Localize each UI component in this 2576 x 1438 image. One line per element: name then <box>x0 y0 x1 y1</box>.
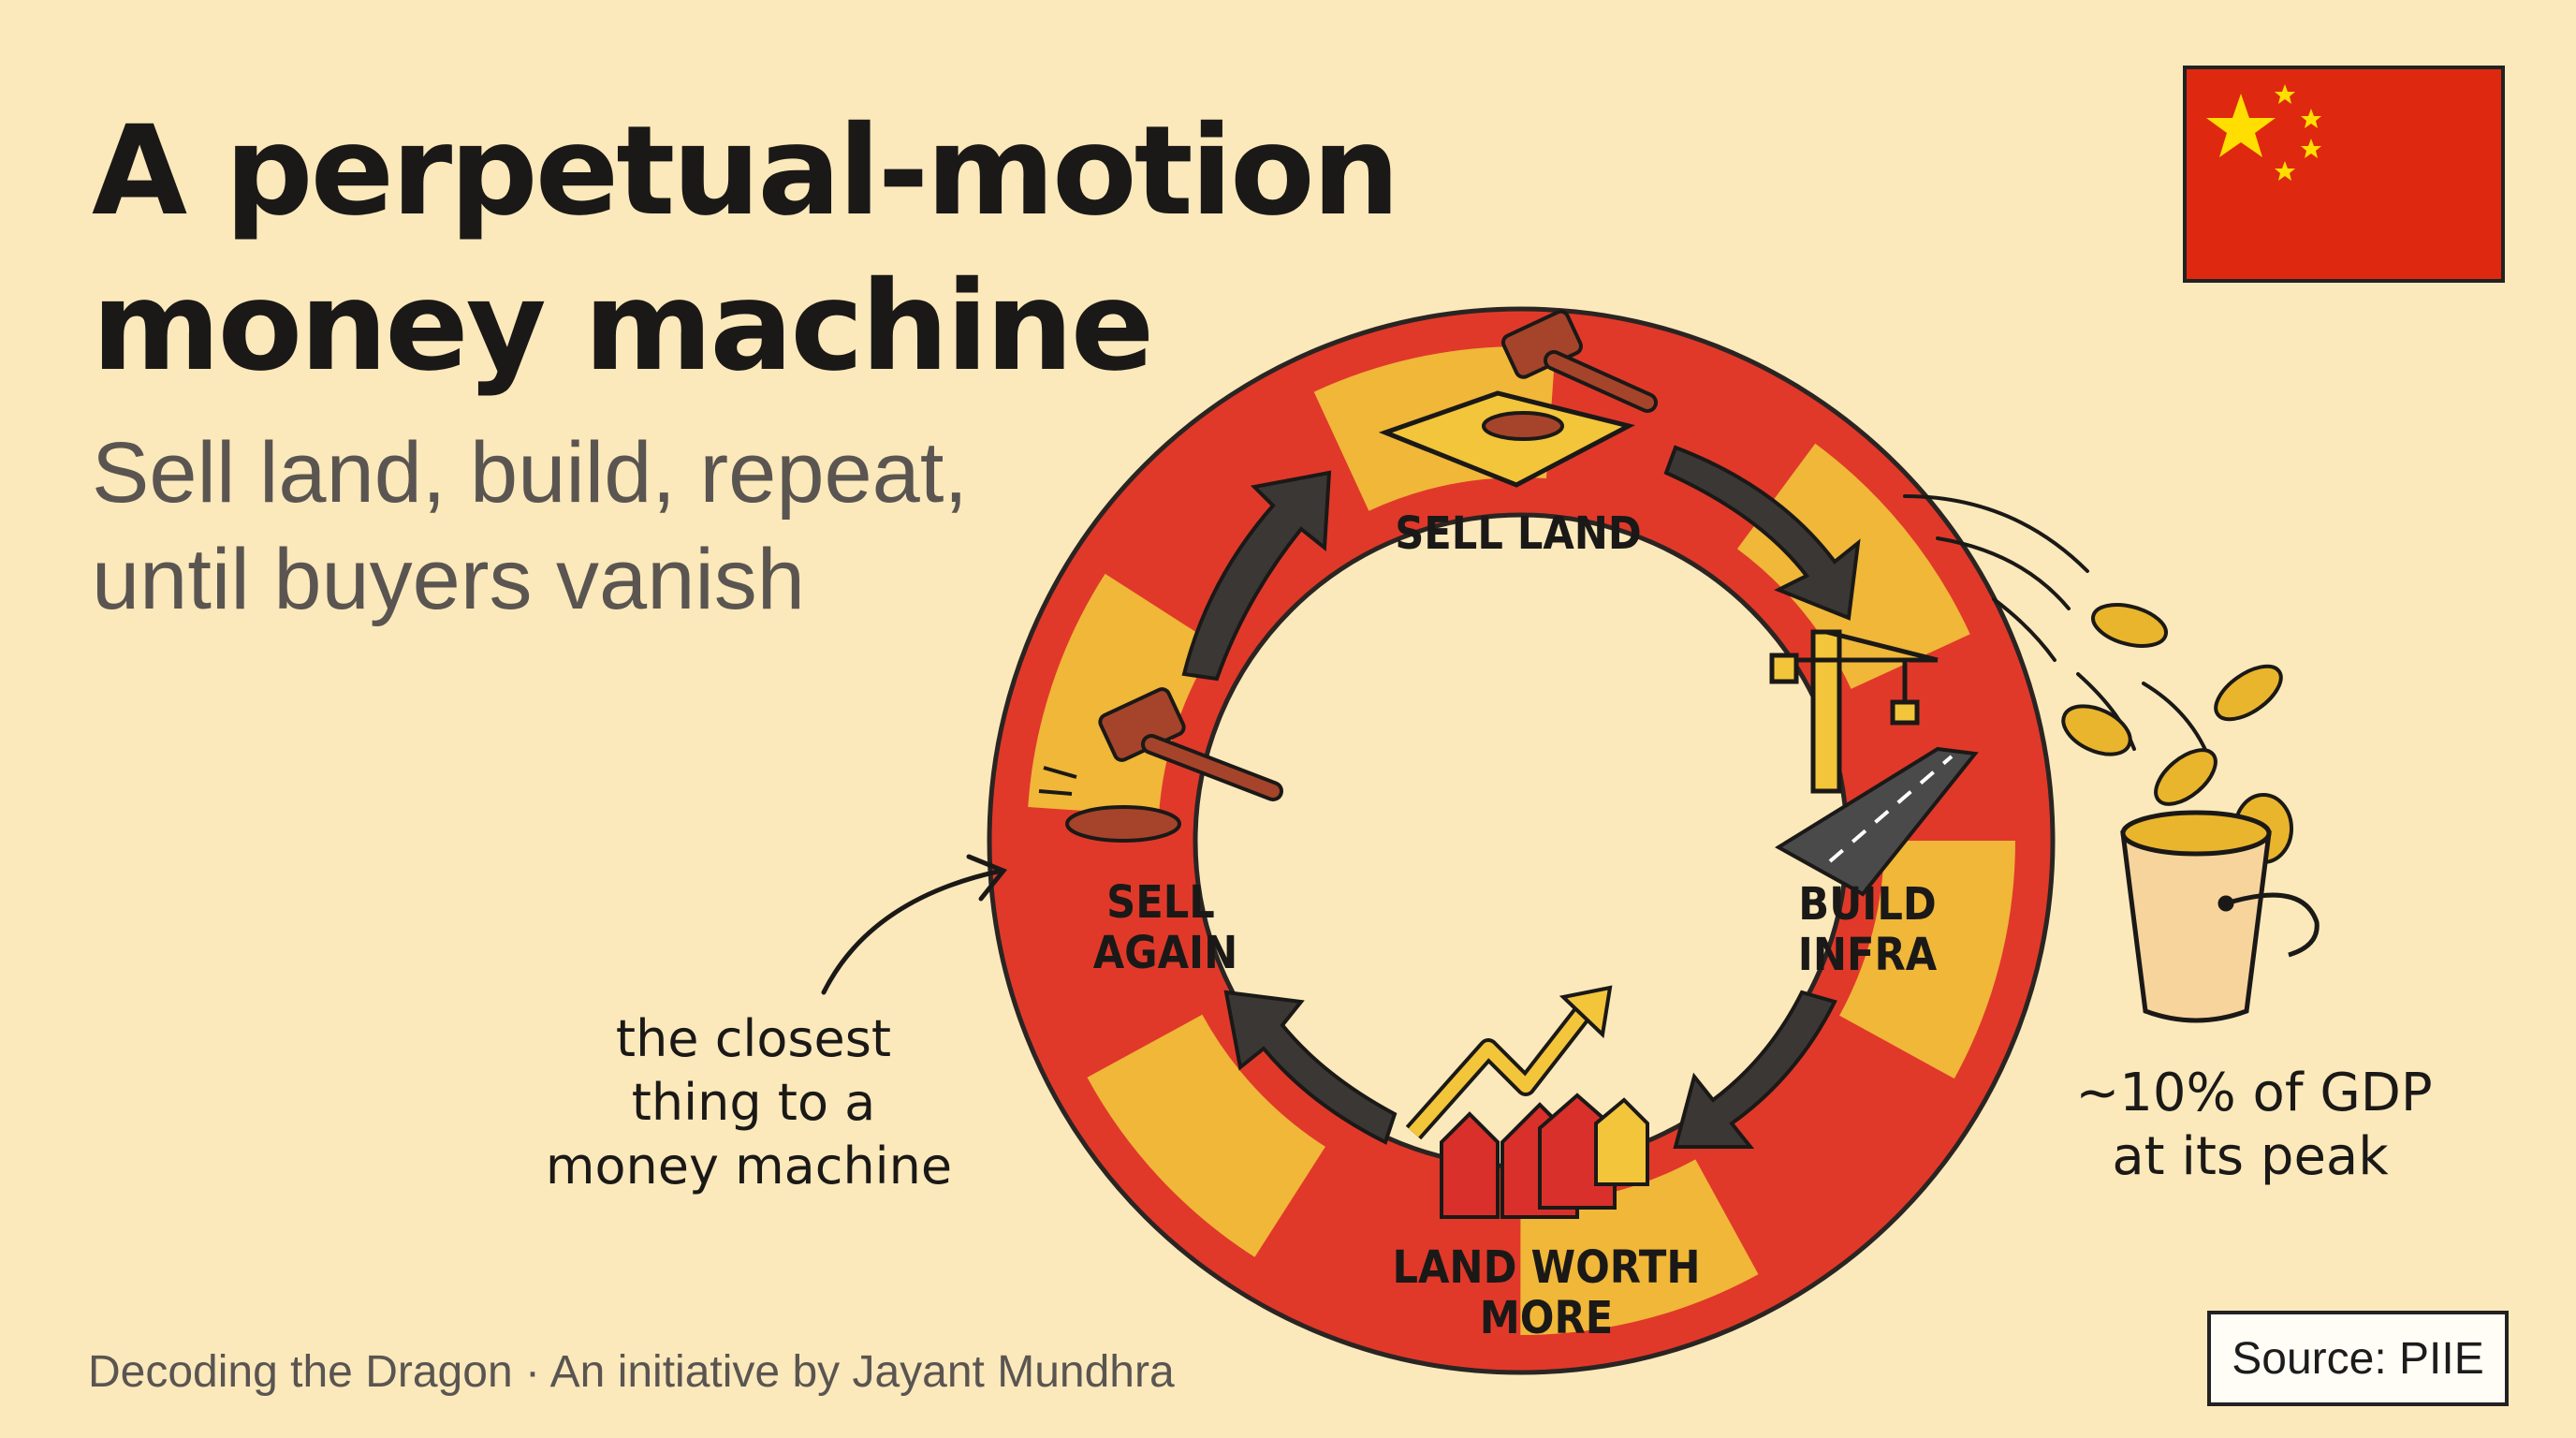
subtitle-line-2: until buyers vanish <box>92 532 805 627</box>
motion-lines <box>1903 494 2211 760</box>
gdp-note-line-1: ~10% of GDP <box>2075 1063 2432 1123</box>
arrow-top-right <box>1663 445 1861 621</box>
crane-icon <box>1769 629 1939 794</box>
title-line-2: money machine <box>92 255 1154 399</box>
stage-label-sell-again-1: SELL <box>1106 876 1215 929</box>
annotation-line-1: the closest <box>616 1009 891 1068</box>
title-line-1: A perpetual-motion <box>92 99 1400 243</box>
stage-label-build-infra-2: INFRA <box>1798 929 1938 981</box>
stage-label-sell-again-2: AGAIN <box>1093 927 1237 979</box>
coin-icon <box>2214 664 2283 722</box>
footer-credit: Decoding the Dragon · An initiative by J… <box>88 1347 1175 1397</box>
page-subtitle: Sell land, build, repeat, until buyers v… <box>92 419 968 633</box>
coin-icon <box>2091 603 2168 648</box>
subtitle-line-1: Sell land, build, repeat, <box>92 425 968 521</box>
gavel-icon <box>1038 687 1283 843</box>
arrow-bottom-right <box>1673 990 1837 1149</box>
flag-china-icon <box>2183 66 2505 283</box>
gavel-icon <box>1378 309 1658 488</box>
cycle-arrows <box>1181 445 1861 1149</box>
coin-icon <box>2154 748 2217 806</box>
gdp-note-line-2: at its peak <box>2112 1126 2389 1187</box>
page-title: A perpetual-motion money machine <box>92 94 1400 404</box>
stage-label-sell-land: SELL LAND <box>1395 507 1642 560</box>
arrow-bottom-left <box>1223 990 1398 1145</box>
road-icon <box>1775 746 1979 897</box>
arrow-top-left <box>1181 470 1332 682</box>
stage-label-land-worth-more-1: LAND WORTH <box>1392 1241 1700 1294</box>
annotation-line-3: money machine <box>546 1137 952 1196</box>
stage-label-build-infra-1: BUILD <box>1798 878 1936 931</box>
source-box: Source: PIIE <box>2207 1311 2509 1406</box>
coin-icon <box>2061 704 2132 756</box>
houses-icon <box>1440 1093 1649 1219</box>
annotation-line-2: thing to a <box>632 1073 876 1132</box>
stage-label-land-worth-more-2: MORE <box>1480 1292 1613 1344</box>
rising-arrow-icon <box>1405 985 1613 1140</box>
annotation-arrow-icon <box>821 854 1008 995</box>
bucket-icon <box>2120 810 2320 1023</box>
